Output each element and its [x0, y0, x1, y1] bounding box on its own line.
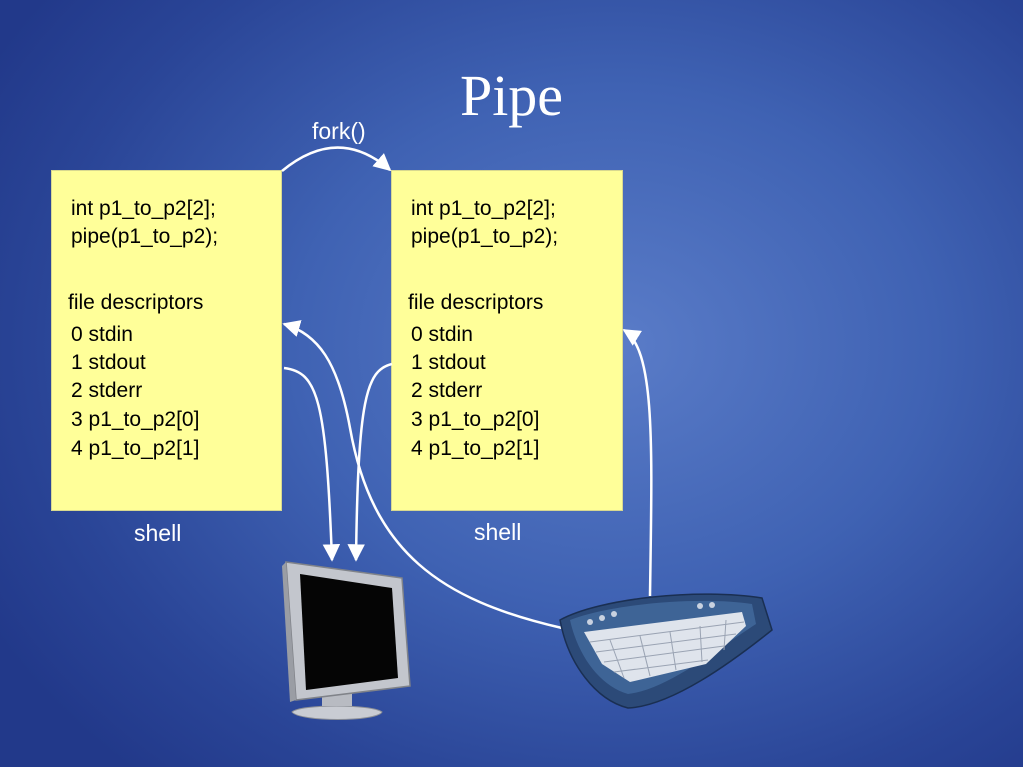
process-box-right: int p1_to_p2[2]; pipe(p1_to_p2); file de… [391, 170, 623, 511]
caption-right: shell [474, 519, 522, 545]
keyboard-icon [559, 593, 773, 709]
fork-arrow [281, 146, 392, 172]
fd-entry: 1 stdout [71, 351, 146, 374]
fd-entry: 4 p1_to_p2[1] [71, 437, 200, 460]
fd-entry: 3 p1_to_p2[0] [411, 408, 540, 431]
code-line: pipe(p1_to_p2); [71, 225, 219, 248]
arrow-keyboard-to-right-stdin [622, 328, 653, 597]
code-line: pipe(p1_to_p2); [411, 225, 559, 248]
process-box-left: int p1_to_p2[2]; pipe(p1_to_p2); file de… [51, 170, 282, 511]
arrow-keyboard-to-left-stdin [282, 320, 563, 630]
code-line: int p1_to_p2[2]; [411, 197, 556, 220]
fd-entry: 1 stdout [411, 351, 486, 374]
fork-label: fork() [312, 118, 366, 144]
fd-heading: file descriptors [408, 291, 544, 314]
caption-left: shell [134, 520, 182, 546]
slide-title: Pipe [459, 63, 564, 128]
fd-entry: 2 stderr [411, 379, 483, 402]
fd-entry: 0 stdin [411, 323, 473, 346]
code-line: int p1_to_p2[2]; [71, 197, 216, 220]
fd-entry: 0 stdin [71, 323, 133, 346]
monitor-icon [282, 561, 411, 720]
arrow-right-stdout-to-monitor [347, 362, 393, 562]
arrow-left-stdout-to-monitor [283, 366, 341, 562]
fd-entry: 3 p1_to_p2[0] [71, 408, 200, 431]
fd-heading: file descriptors [68, 291, 204, 314]
fd-entry: 2 stderr [71, 379, 143, 402]
fd-entry: 4 p1_to_p2[1] [411, 437, 540, 460]
